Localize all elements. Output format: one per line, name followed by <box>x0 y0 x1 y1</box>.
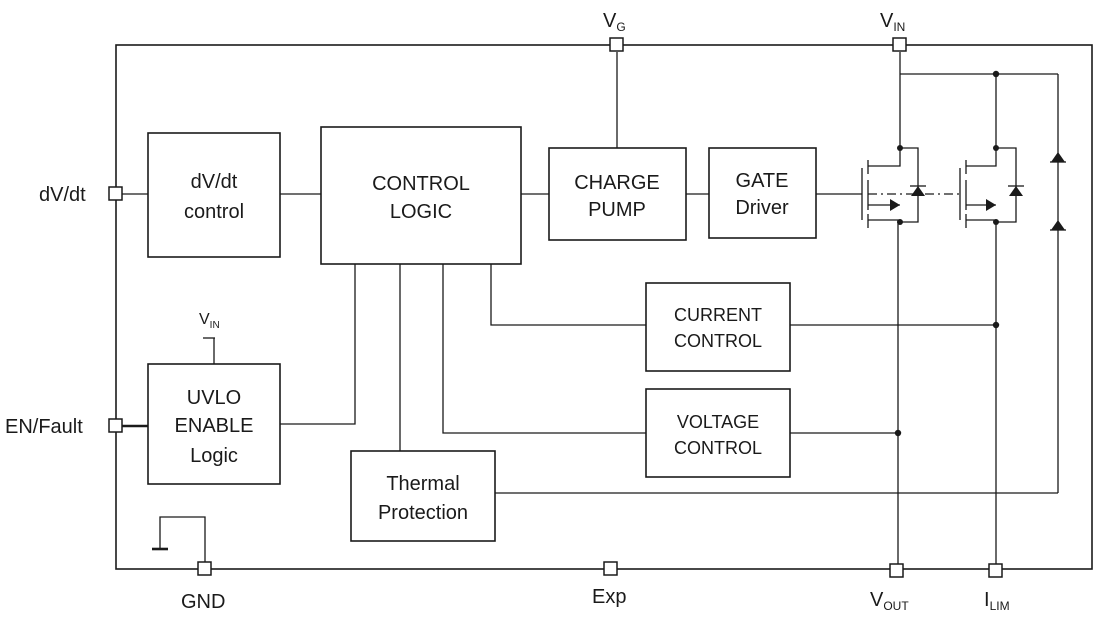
charge-pump-line-1: CHARGE <box>574 172 660 194</box>
dvdt-label: dV/dt <box>39 184 86 206</box>
dvdt-control-line-1: dV/dt <box>191 171 238 193</box>
charge-pump-block: CHARGE PUMP <box>548 147 687 241</box>
thermal-line-2: Protection <box>378 502 468 524</box>
uvlo-enable-block: UVLO ENABLE Logic <box>147 363 281 485</box>
vin-pin <box>892 37 907 52</box>
vout-label: VOUT <box>870 589 909 613</box>
ilim-pin <box>988 563 1003 578</box>
vg-pin <box>609 37 624 52</box>
dvdt-control-line-2: control <box>184 201 244 223</box>
current-control-line-1: CURRENT <box>674 305 762 325</box>
control-logic-line-2: LOGIC <box>390 201 452 223</box>
charge-pump-line-2: PUMP <box>588 199 646 221</box>
vg-label: VG <box>603 10 626 34</box>
power-fet-1 <box>861 145 926 228</box>
gate-driver-line-1: GATE <box>736 170 789 192</box>
exp-pin <box>603 561 618 576</box>
current-control-block: CURRENT CONTROL <box>645 282 791 372</box>
uvlo-line-1: UVLO <box>187 387 241 409</box>
dvdt-control-block: dV/dt control <box>147 132 281 258</box>
wires <box>122 52 1059 564</box>
thermal-protection-block: Thermal Protection <box>350 450 496 542</box>
dvdt-pin <box>108 186 123 201</box>
current-control-line-2: CONTROL <box>674 331 762 351</box>
thermal-line-1: Thermal <box>386 473 459 495</box>
gate-driver-block: GATE Driver <box>708 147 817 239</box>
uvlo-vin-label: VIN <box>199 311 220 331</box>
exp-label: Exp <box>592 586 626 608</box>
gnd-pin <box>197 561 212 576</box>
vout-pin <box>889 563 904 578</box>
voltage-control-block: VOLTAGE CONTROL <box>645 388 791 478</box>
uvlo-line-3: Logic <box>190 445 238 467</box>
ic-outline <box>115 44 1093 570</box>
ilim-label: ILIM <box>984 589 1010 613</box>
vin-label: VIN <box>880 10 905 34</box>
control-logic-line-1: CONTROL <box>372 173 470 195</box>
voltage-control-line-1: VOLTAGE <box>677 412 759 432</box>
uvlo-line-2: ENABLE <box>175 415 254 437</box>
en-fault-pin <box>108 418 123 433</box>
power-fet-2 <box>959 145 1024 228</box>
gnd-label: GND <box>181 591 225 613</box>
rail-diodes <box>1050 152 1066 231</box>
en-fault-label: EN/Fault <box>5 416 83 438</box>
voltage-control-line-2: CONTROL <box>674 438 762 458</box>
gate-driver-line-2: Driver <box>735 197 789 219</box>
control-logic-block: CONTROL LOGIC <box>320 126 522 265</box>
